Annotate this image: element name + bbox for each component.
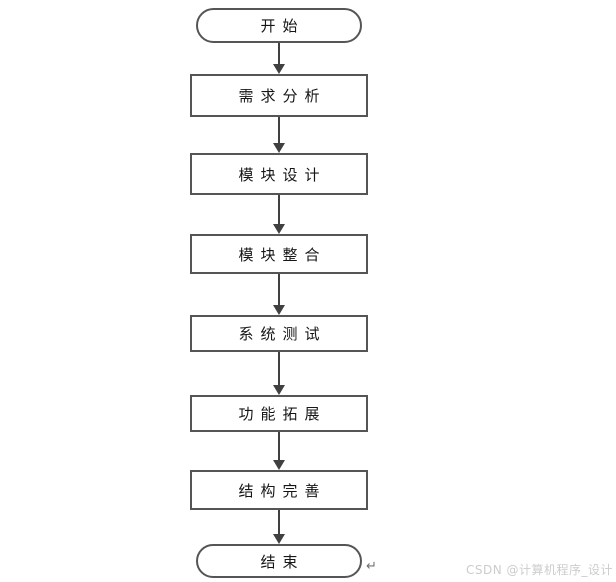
flow-node-label: 系统测试 [238, 325, 327, 343]
arrow-line [278, 432, 280, 462]
flow-node-label: 功能拓展 [238, 405, 327, 423]
flow-node-label: 结构完善 [238, 481, 327, 500]
flow-arrow-down-icon [272, 352, 286, 395]
arrow-head [273, 143, 285, 153]
arrow-line [278, 352, 280, 387]
csdn-watermark: CSDN @计算机程序_设计 [465, 563, 613, 577]
arrow-head [273, 534, 285, 544]
arrow-head [273, 224, 285, 234]
flow-arrow-down-icon [272, 432, 286, 470]
flow-node-structure-refinement: 结构完善 [190, 470, 368, 510]
flow-node-start: 开始 [196, 8, 362, 43]
paragraph-return-mark: ↵ [366, 559, 377, 574]
arrow-line [278, 117, 280, 145]
flow-arrow-down-icon [272, 274, 286, 315]
flow-arrow-down-icon [272, 510, 286, 544]
arrow-line [278, 43, 280, 66]
flow-node-label: 需求分析 [238, 87, 327, 105]
arrow-line [278, 195, 280, 226]
arrow-head [273, 460, 285, 470]
flow-node-label: 模块整合 [238, 245, 327, 264]
flow-node-feature-expansion: 功能拓展 [190, 395, 368, 432]
arrow-head [273, 305, 285, 315]
flow-node-label: 结束 [260, 552, 305, 571]
flow-node-module-design: 模块设计 [190, 153, 368, 195]
arrow-head [273, 385, 285, 395]
flow-node-end: 结束 [196, 544, 362, 578]
flow-arrow-down-icon [272, 117, 286, 153]
arrow-head [273, 64, 285, 74]
flow-arrow-down-icon [272, 195, 286, 234]
flow-arrow-down-icon [272, 43, 286, 74]
flow-node-label: 开始 [260, 17, 305, 35]
flow-node-system-testing: 系统测试 [190, 315, 368, 352]
arrow-line [278, 274, 280, 307]
arrow-line [278, 510, 280, 536]
flow-node-module-integration: 模块整合 [190, 234, 368, 274]
flow-node-requirement-analysis: 需求分析 [190, 74, 368, 117]
flow-node-label: 模块设计 [238, 165, 327, 184]
